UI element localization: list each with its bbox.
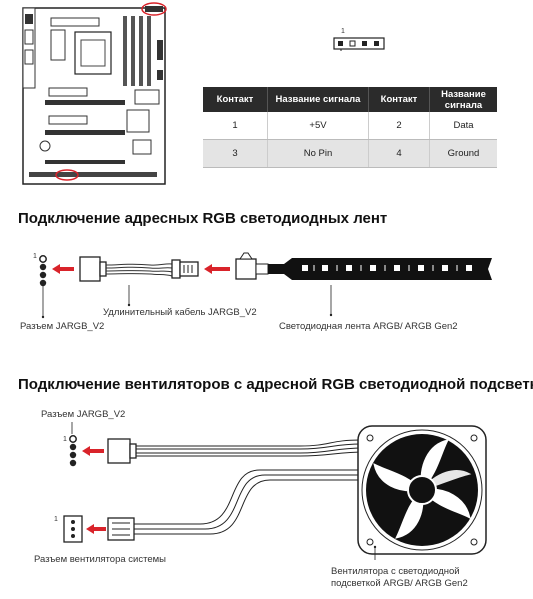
header-pin-number: 1 xyxy=(341,28,345,35)
section-led-title: Подключение адресных RGB светодиодных ле… xyxy=(18,210,388,227)
arrow-icon xyxy=(52,264,60,274)
table-header-pin: Контакт xyxy=(203,87,268,112)
label-extension-cable: Удлинительный кабель JARGB_V2 xyxy=(103,307,257,318)
table-header-signal: Название сигнала xyxy=(267,87,369,112)
jargb-connector-icon xyxy=(39,255,47,287)
extension-cable-male-plug xyxy=(171,259,199,279)
table-cell: 2 xyxy=(368,112,430,140)
led-strip xyxy=(268,258,492,280)
motherboard-diagram xyxy=(22,2,167,185)
extension-cable-plug xyxy=(79,256,107,282)
pin-one-label: 1 xyxy=(54,516,58,523)
table-cell: 3 xyxy=(203,139,268,168)
label-argb-fan-line1: Вентилятора с светодиодной xyxy=(331,566,460,577)
leader-lines-led xyxy=(41,285,333,319)
table-cell: 1 xyxy=(203,112,268,140)
section-fan-title: Подключение вентиляторов с адресной RGB … xyxy=(18,376,533,393)
fan-icon xyxy=(357,425,487,555)
table-cell: Ground xyxy=(429,139,497,168)
led-strip-connector xyxy=(235,252,269,280)
label-jargb-connector: Разъем JARGB_V2 xyxy=(20,321,105,332)
pin-one-label: 1 xyxy=(33,253,37,260)
pin-table: Контакт Название сигнала Контакт Названи… xyxy=(203,87,497,168)
pin-one-label: 1 xyxy=(63,436,67,443)
jargb-header-icon xyxy=(333,37,385,51)
label-system-fan-connector: Разъем вентилятора системы xyxy=(34,554,166,565)
fan-plug xyxy=(107,517,135,541)
table-cell: No Pin xyxy=(267,139,369,168)
argb-plug xyxy=(107,438,137,464)
table-cell: +5V xyxy=(267,112,369,140)
system-fan-connector-icon xyxy=(63,515,83,543)
jargb-connector-icon xyxy=(69,435,77,467)
fan-connection-diagram xyxy=(63,422,487,560)
table-row: 3 No Pin 4 Ground xyxy=(203,139,497,168)
arrow-icon xyxy=(82,446,90,456)
table-header-signal: Название сигнала xyxy=(429,87,497,112)
label-led-strip: Светодиодная лента ARGB/ ARGB Gen2 xyxy=(279,321,458,332)
label-argb-fan-line2: подсветкой ARGB/ ARGB Gen2 xyxy=(331,578,468,589)
arrow-icon xyxy=(86,524,94,534)
arrow-icon xyxy=(204,264,212,274)
table-row: 1 +5V 2 Data xyxy=(203,112,497,140)
label-jargb-connector: Разъем JARGB_V2 xyxy=(41,409,126,420)
table-cell: Data xyxy=(429,112,497,140)
table-header-pin: Контакт xyxy=(368,87,430,112)
table-cell: 4 xyxy=(368,139,430,168)
led-connection-diagram xyxy=(39,252,492,287)
